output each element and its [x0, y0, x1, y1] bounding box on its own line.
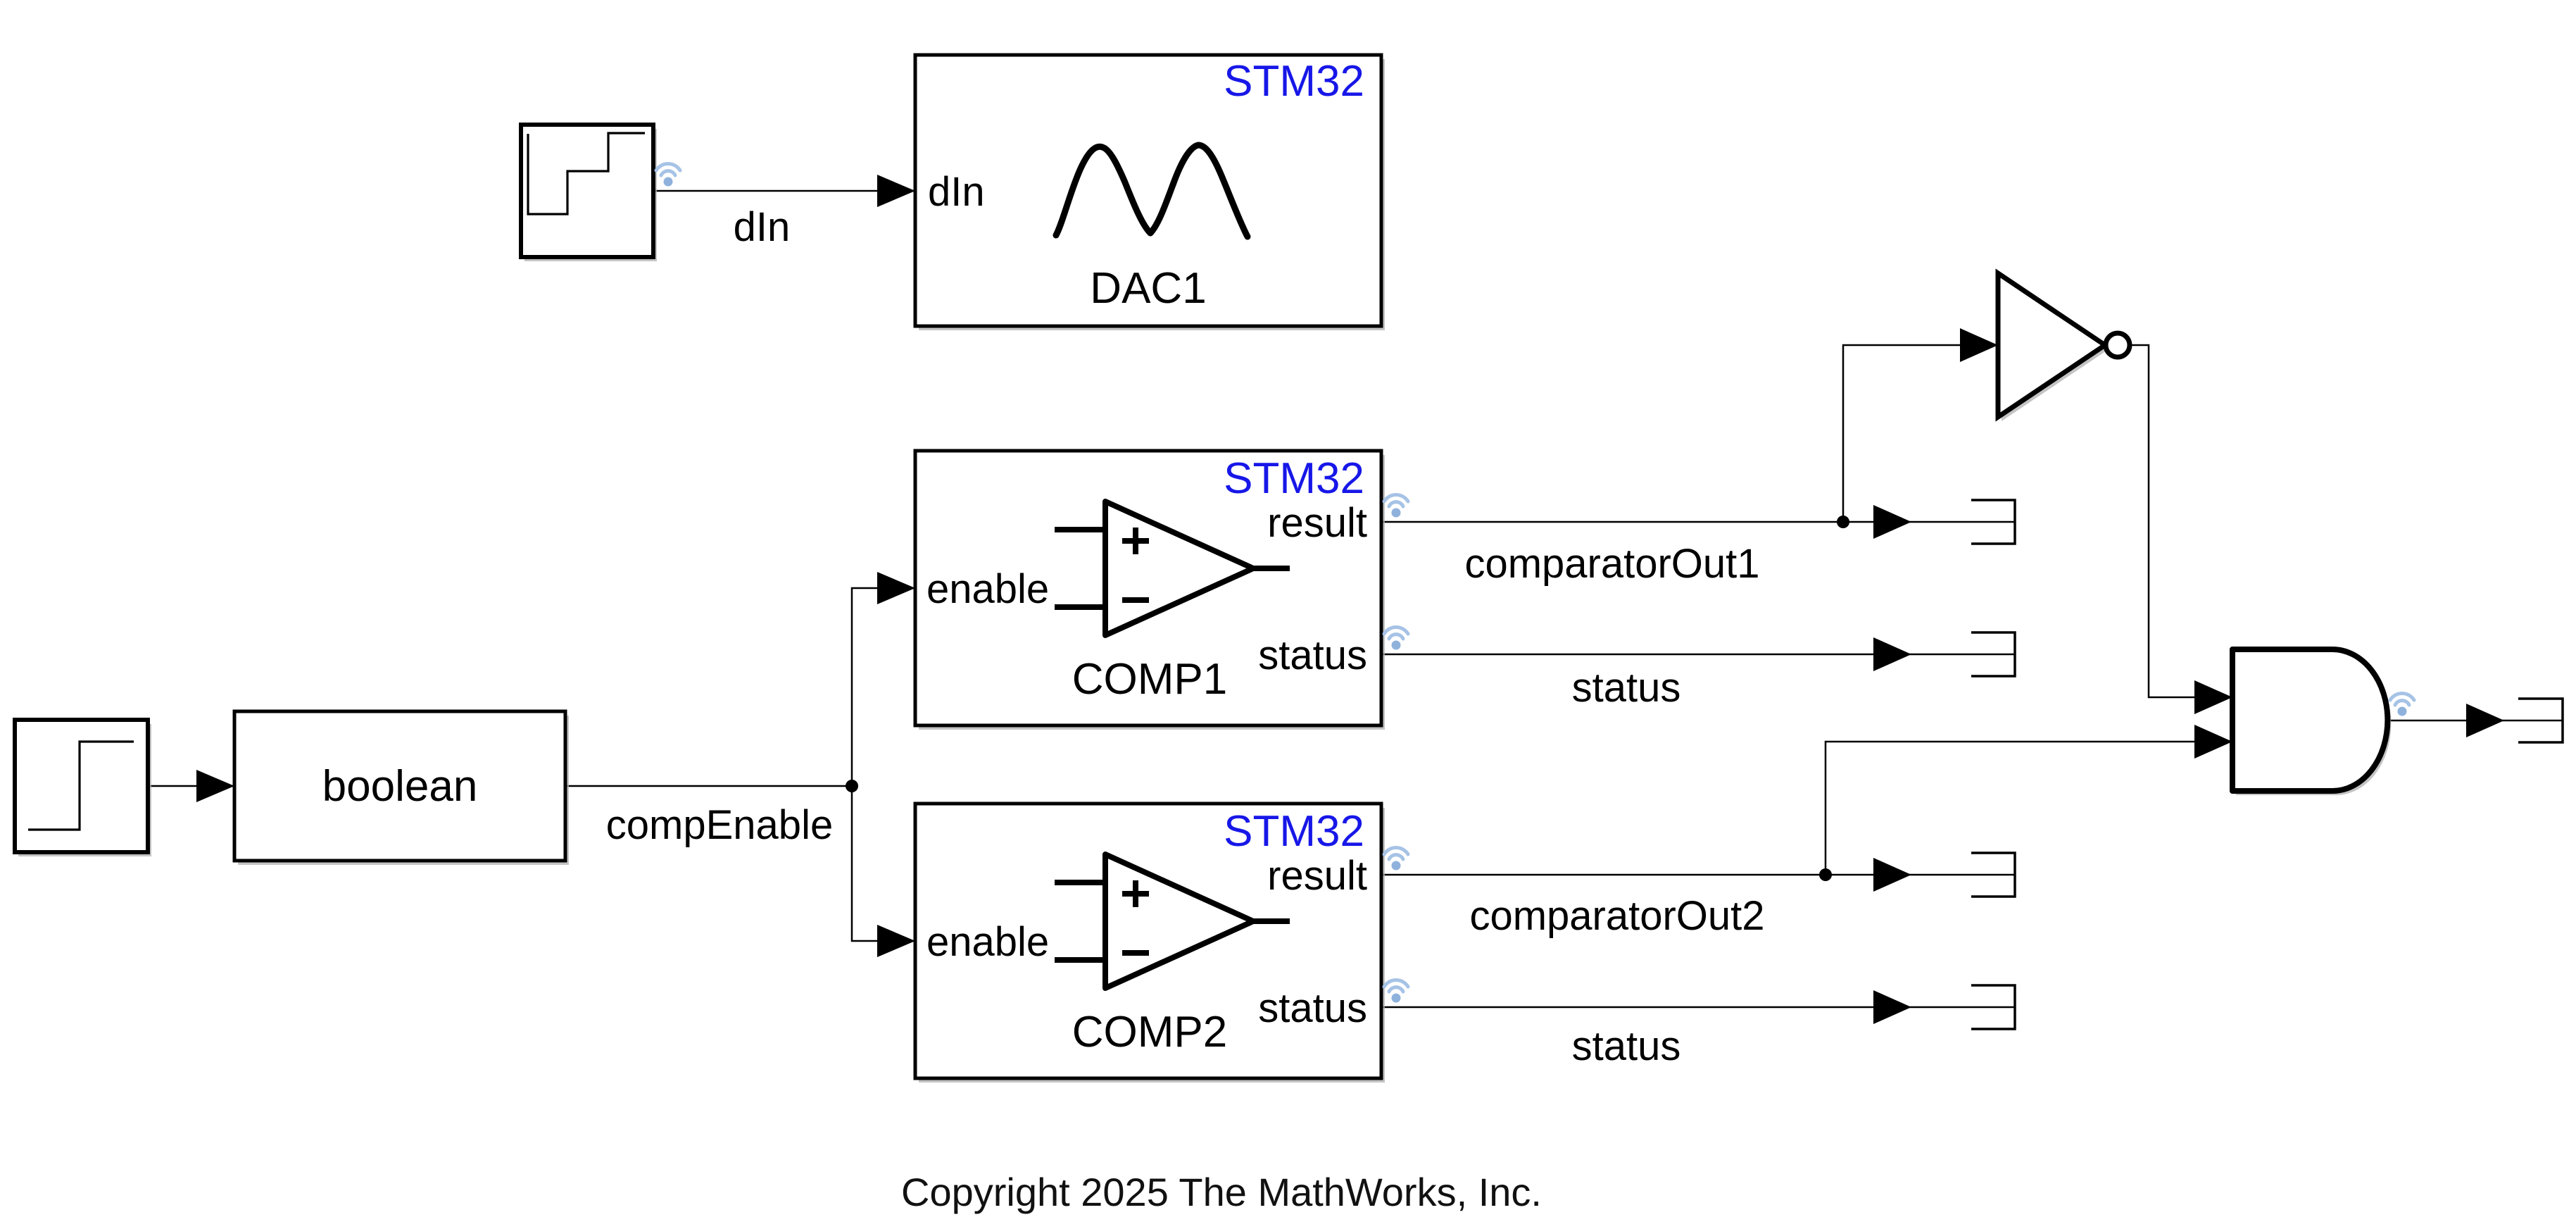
opamp-icon [1055, 499, 1290, 638]
dac1-block-label: DAC1 [1090, 264, 1206, 313]
comp1-port-status: status [1258, 632, 1367, 678]
signal-label-din[interactable]: dIn [734, 204, 791, 250]
wire-comparatorout1[interactable] [1381, 344, 2015, 523]
terminator-blocks [1971, 499, 2564, 1030]
comp1-port-enable: enable [926, 566, 1049, 612]
and-gate-shape [2230, 647, 2391, 794]
wire-arrowheads [196, 175, 2504, 1024]
arrowhead [196, 770, 234, 802]
stm32-badge: STM32 [1224, 454, 1364, 503]
signal-label-comparatorout2[interactable]: comparatorOut2 [1469, 893, 1764, 939]
stm32-badge: STM32 [1224, 807, 1364, 856]
arrowhead [877, 925, 915, 957]
not-gate-bubble [2103, 330, 2132, 360]
comp2-port-enable: enable [926, 919, 1049, 965]
branch-dot-compenable [846, 780, 858, 792]
signal-label-compenable[interactable]: compEnable [606, 802, 833, 848]
copyright-annotation: Copyright 2025 The MathWorks, Inc. [901, 1170, 1542, 1214]
and-gate-block[interactable] [2230, 647, 2392, 795]
comp2-port-status: status [1258, 985, 1367, 1031]
branch-dot-comparatorout1 [1837, 516, 1849, 528]
comp1-block-label: COMP1 [1072, 655, 1227, 704]
arrowhead [1873, 505, 1911, 539]
wireless-icon [1384, 980, 1408, 1003]
comp2-block[interactable]: STM32 enable result status COMP2 [913, 801, 1385, 1083]
signal-label-comparatorout1[interactable]: comparatorOut1 [1464, 541, 1759, 587]
arrowhead [2466, 704, 2504, 737]
arrowhead [1873, 990, 1911, 1024]
terminator-comparatorout1[interactable] [1971, 499, 2016, 545]
not-gate-triangle [1995, 268, 2110, 422]
terminator-status2[interactable] [1971, 984, 2016, 1030]
arrowhead [877, 572, 915, 604]
signal-label-status1[interactable]: status [1572, 665, 1681, 711]
boolean-conversion-block[interactable]: boolean [232, 709, 569, 865]
boolean-block-label: boolean [322, 762, 478, 811]
arrowhead [1960, 328, 1998, 362]
comp1-block[interactable]: STM32 enable result status COMP1 [913, 449, 1385, 730]
terminator-status1[interactable] [1971, 631, 2016, 678]
branch-dot-comparatorout2 [1819, 868, 1832, 881]
terminator-and-out[interactable] [2518, 697, 2564, 744]
wireless-icon [1384, 628, 1408, 650]
signal-label-status2[interactable]: status [1572, 1023, 1681, 1069]
stair-waveform-icon [527, 132, 645, 216]
comp1-port-result: result [1267, 500, 1367, 546]
wire-not-to-and[interactable] [2130, 344, 2232, 699]
wireless-icon [1384, 848, 1408, 871]
terminator-comparatorout2[interactable] [1971, 851, 2016, 898]
wire-compenable[interactable] [565, 587, 915, 942]
comp2-block-label: COMP2 [1072, 1008, 1227, 1056]
stm32-badge: STM32 [1224, 57, 1364, 106]
step-waveform-icon [28, 740, 134, 831]
step-source-block[interactable] [13, 718, 151, 856]
wireless-icon [1384, 495, 1408, 518]
arrowhead [2194, 680, 2232, 714]
wire-comparatorout2[interactable] [1381, 740, 2232, 876]
comp2-port-result: result [1267, 853, 1367, 899]
wireless-icon [656, 164, 680, 187]
signal-labels: dIn compEnable comparatorOut1 status com… [606, 204, 1765, 1069]
arrowhead [2194, 725, 2232, 759]
dac1-block[interactable]: STM32 dIn DAC1 [913, 53, 1385, 330]
arrowhead [1873, 858, 1911, 892]
dac1-port-din: dIn [928, 169, 985, 215]
arrowhead [1873, 637, 1911, 671]
not-gate-block[interactable] [1995, 268, 2132, 422]
opamp-icon [1055, 851, 1290, 991]
analog-waveform-icon [1053, 142, 1251, 240]
stair-source-block[interactable] [519, 123, 657, 261]
wireless-icon [2390, 694, 2414, 716]
arrowhead [877, 175, 915, 207]
